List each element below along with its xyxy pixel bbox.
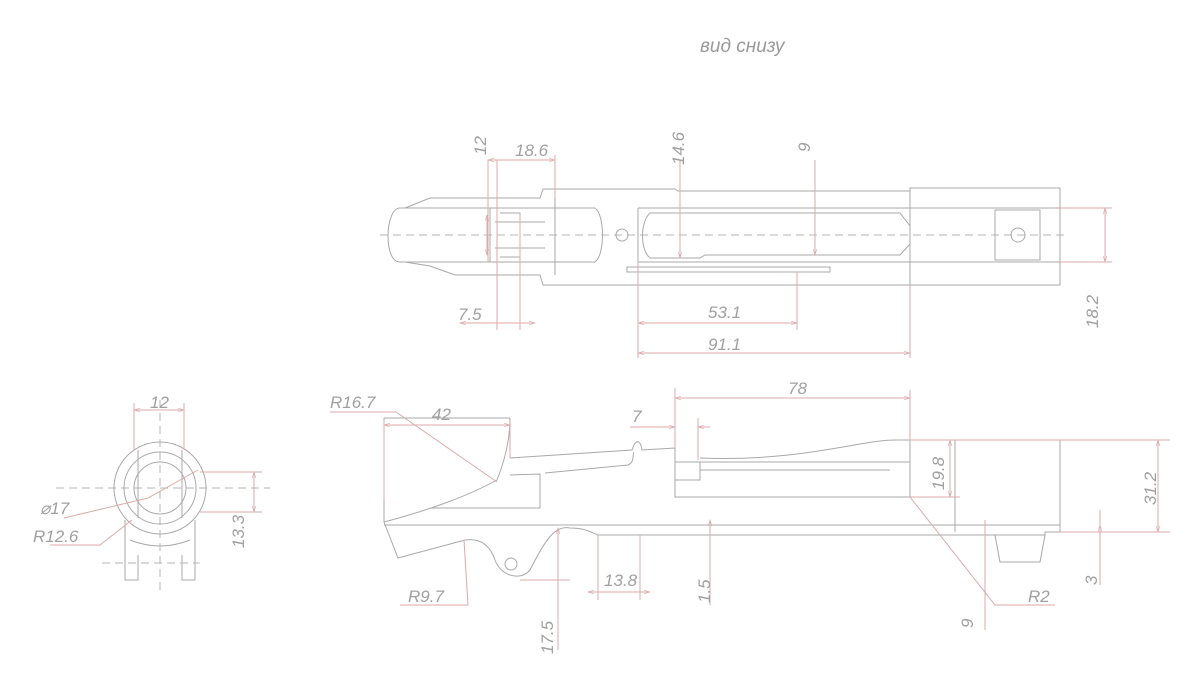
part-outline: [383, 417, 1061, 577]
dim-13-3: 13.3: [229, 514, 248, 548]
view-title: вид снизу: [700, 36, 786, 57]
dim-53-1: 53.1: [708, 303, 741, 322]
boss-hole: [1010, 227, 1026, 243]
dim-14-6: 14.6: [669, 131, 688, 165]
front-view: 12 ⌀17 R12.6 13.3: [33, 393, 270, 590]
dim-9-top: 9: [795, 142, 814, 152]
middle-ring: [123, 451, 197, 525]
outer-ring: [113, 441, 207, 535]
pin-hole: [615, 228, 629, 242]
bottom-view: 12 18.6 14.6 9 7.5 53.1 91.1 18.2: [380, 131, 1112, 358]
dim-r12-6: R12.6: [33, 527, 79, 546]
dim-91-1: 91.1: [708, 335, 741, 354]
dim-19-8: 19.8: [929, 456, 948, 490]
legs: [124, 450, 196, 581]
square-boss: [994, 209, 1041, 261]
pivot-hole: [504, 557, 518, 571]
dim-78: 78: [788, 379, 807, 398]
dim-7-5: 7.5: [458, 305, 482, 324]
dim-r2: R2: [1028, 587, 1050, 606]
dim-42: 42: [432, 405, 451, 424]
dim-dia17: ⌀17: [40, 499, 70, 518]
dim-12: 12: [471, 136, 490, 155]
bore: [133, 461, 187, 515]
dim-31-2: 31.2: [1141, 471, 1160, 505]
dim-17-5: 17.5: [538, 620, 557, 654]
dim-r16-7: R16.7: [330, 393, 376, 412]
side-view: R16.7 42 7 78 19.8 31.2 R2 3 9 1.5 13.8 …: [330, 379, 1170, 654]
dim-12-front: 12: [150, 393, 169, 412]
dim-r9-7: R9.7: [408, 587, 444, 606]
dim-18-6: 18.6: [515, 141, 549, 160]
dim-13-8: 13.8: [604, 571, 638, 590]
dim-1-5: 1.5: [695, 579, 714, 603]
strip: [626, 266, 831, 273]
dim-3: 3: [1082, 575, 1101, 585]
part-outline: [387, 187, 1061, 286]
dim-18-2: 18.2: [1083, 294, 1102, 328]
dim-9-side: 9: [958, 618, 977, 628]
dim-7: 7: [632, 407, 642, 426]
